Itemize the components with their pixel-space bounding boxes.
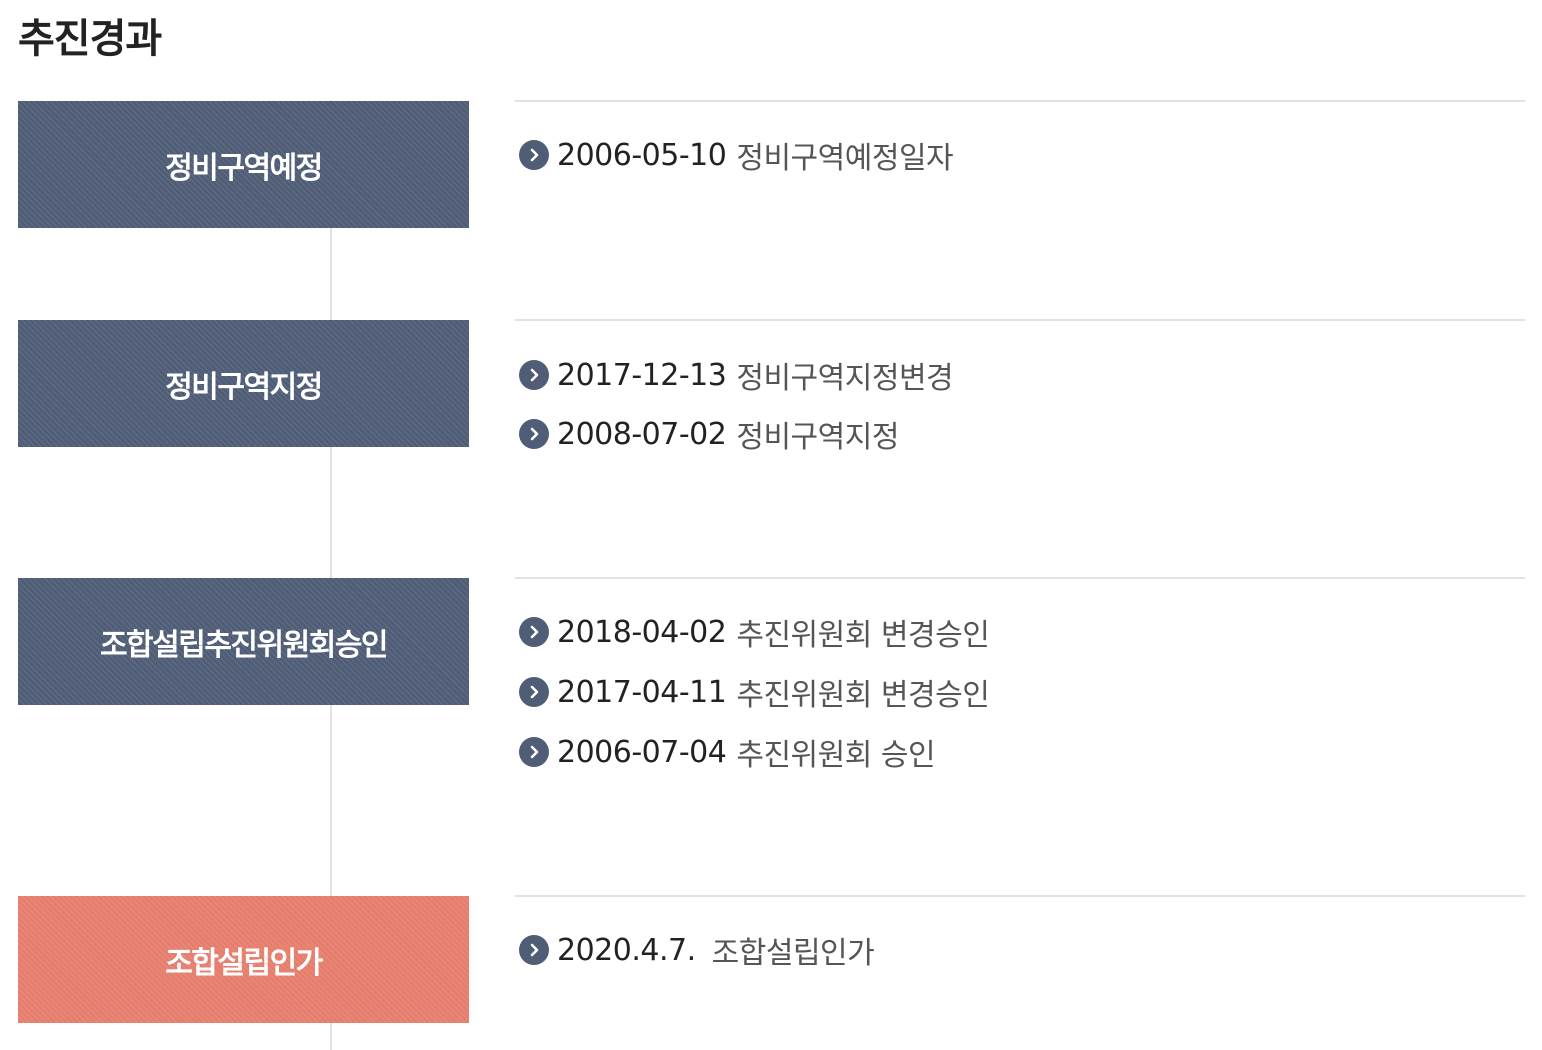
chevron-right-circle-icon [519, 419, 549, 449]
chevron-right-circle-icon [519, 617, 549, 647]
page-title: 추진경과 [18, 16, 162, 62]
event-date: 2017-04-11 [557, 674, 727, 710]
event-date: 2017-12-13 [557, 357, 727, 393]
stage-box-committee-approval: 조합설립추진위원회승인 [18, 578, 469, 705]
stage-box-planned-zone: 정비구역예정 [18, 101, 469, 228]
timeline-connector [330, 100, 332, 1050]
event-date: 2020.4.7. [557, 932, 696, 968]
stage-box-association-approval: 조합설립인가 [18, 896, 469, 1023]
event-item: 2017-12-13 정비구역지정변경 [519, 357, 954, 396]
event-date: 2018-04-02 [557, 614, 727, 650]
event-description: 조합설립인가 [711, 936, 875, 971]
chevron-right-circle-icon [519, 140, 549, 170]
stage-label: 조합설립인가 [165, 945, 323, 981]
event-description: 정비구역지정 [736, 420, 899, 455]
chevron-right-circle-icon [519, 935, 549, 965]
event-date: 2008-07-02 [557, 416, 727, 452]
event-item: 2006-05-10 정비구역예정일자 [519, 137, 954, 176]
event-description: 추진위원회 변경승인 [736, 678, 990, 713]
event-description: 정비구역지정변경 [736, 361, 954, 396]
event-description: 추진위원회 변경승인 [736, 618, 990, 653]
event-item: 2006-07-04 추진위원회 승인 [519, 734, 936, 773]
event-item: 2017-04-11 추진위원회 변경승인 [519, 674, 990, 713]
chevron-right-circle-icon [519, 737, 549, 767]
chevron-right-circle-icon [519, 677, 549, 707]
stage-label: 정비구역예정 [165, 150, 323, 186]
row-divider [515, 100, 1525, 102]
event-description: 추진위원회 승인 [736, 738, 936, 773]
event-date: 2006-05-10 [557, 137, 727, 173]
event-item: 2018-04-02 추진위원회 변경승인 [519, 614, 990, 653]
event-item: 2008-07-02 정비구역지정 [519, 416, 899, 455]
stage-label: 정비구역지정 [165, 369, 323, 405]
stage-box-designated-zone: 정비구역지정 [18, 320, 469, 447]
event-description: 정비구역예정일자 [736, 141, 954, 176]
event-item: 2020.4.7. 조합설립인가 [519, 932, 875, 971]
chevron-right-circle-icon [519, 360, 549, 390]
row-divider [515, 577, 1525, 579]
row-divider [515, 319, 1525, 321]
stage-label: 조합설립추진위원회승인 [99, 627, 389, 663]
event-date: 2006-07-04 [557, 734, 727, 770]
row-divider [515, 895, 1525, 897]
